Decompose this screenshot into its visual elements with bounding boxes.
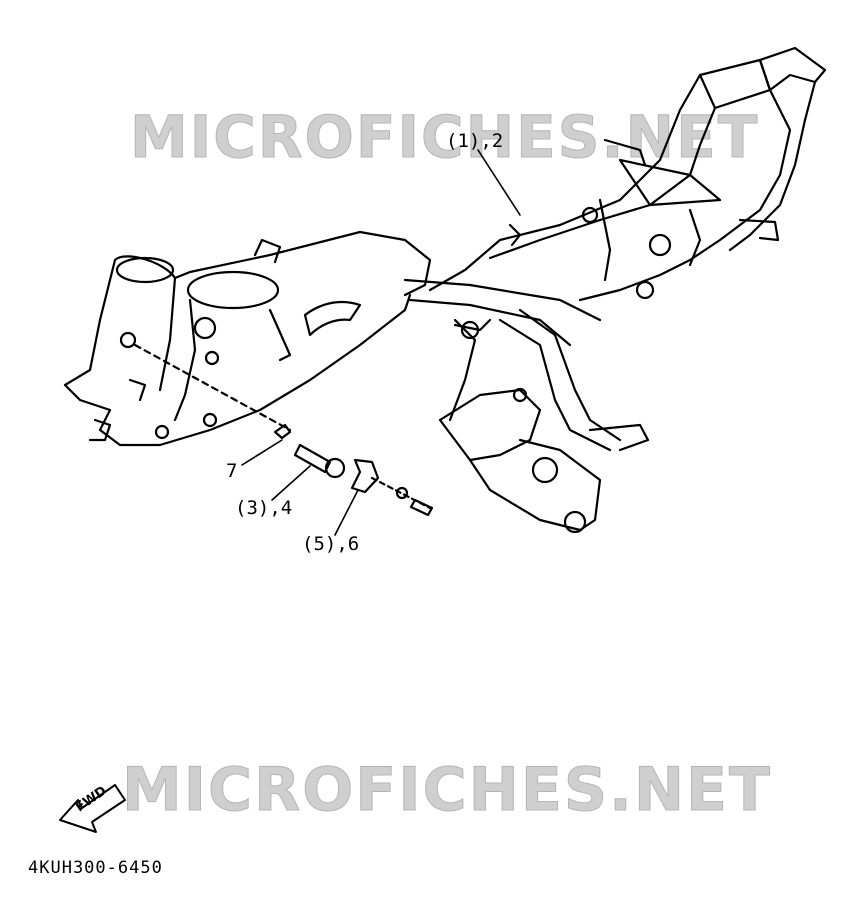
callout-frame: (1),2 [446,130,504,152]
watermark-top: MICROFICHES.NET [129,103,760,172]
callout-bolt: 7 [226,460,238,482]
callout-bracket: (5),6 [302,533,360,555]
watermark-bottom: MICROFICHES.NET [122,755,772,826]
exploded-hardware [133,343,434,517]
part-code: 4KUH300-6450 [28,858,163,878]
callout-stay: (3),4 [235,497,293,519]
rear-frame [428,46,827,302]
center-frame [403,278,650,534]
front-frame [63,230,432,447]
leader-lines [241,149,521,536]
fwd-arrow-icon [59,784,126,833]
